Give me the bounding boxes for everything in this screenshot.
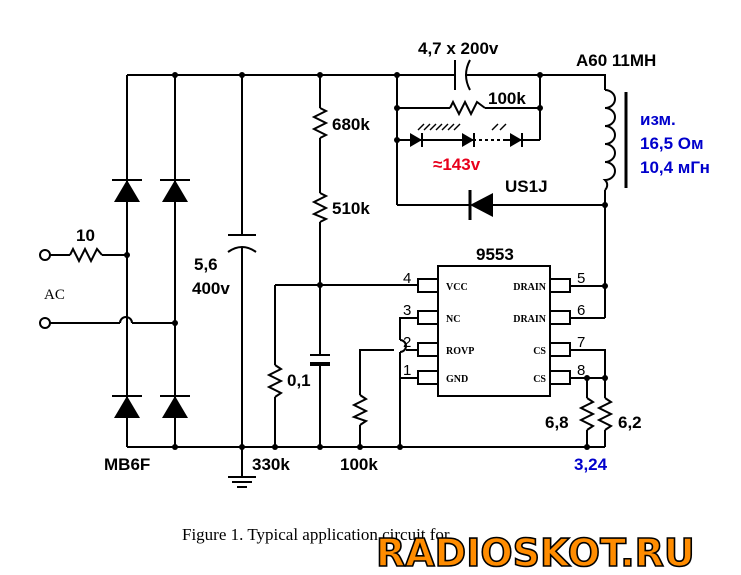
pin-number-4: 4 bbox=[403, 270, 411, 287]
pin-label-cs-7: CS bbox=[533, 346, 546, 357]
pin-label-cs-8: CS bbox=[533, 374, 546, 385]
label-r-input: 10 bbox=[76, 226, 95, 245]
pin-number-8: 8 bbox=[577, 362, 585, 379]
label-meas-resistance: 16,5 Ом bbox=[640, 134, 704, 153]
figure-caption: Figure 1. Typical application circuit fo… bbox=[182, 525, 450, 544]
label-r2: 510k bbox=[332, 199, 370, 218]
label-cap-bulk-voltage: 400v bbox=[192, 279, 230, 298]
label-r-parallel: 100k bbox=[488, 89, 526, 108]
pin-number-1: 1 bbox=[403, 362, 411, 379]
pin-label-rovp: ROVP bbox=[446, 346, 474, 357]
resistors bbox=[69, 99, 614, 431]
label-meas-title: изм. bbox=[640, 110, 676, 129]
label-bridge: MB6F bbox=[104, 455, 150, 474]
label-r1: 680k bbox=[332, 115, 370, 134]
pin-label-vcc: VCC bbox=[446, 282, 468, 293]
pin-number-6: 6 bbox=[577, 302, 585, 319]
pin-number-2: 2 bbox=[403, 334, 411, 351]
junctions bbox=[39, 72, 608, 450]
label-transformer: A60 11MH bbox=[576, 51, 656, 70]
led-string bbox=[410, 123, 523, 147]
label-r-6-8: 6,8 bbox=[545, 413, 569, 432]
pin-label-drain-5: DRAIN bbox=[513, 282, 547, 293]
label-r-6-2: 6,2 bbox=[618, 413, 642, 432]
label-cap-series: 4,7 x 200v bbox=[418, 39, 499, 58]
bridge-rectifier bbox=[112, 179, 190, 418]
label-led-voltage: ≈143v bbox=[433, 155, 481, 174]
label-cap-vcc: 0,1 bbox=[287, 371, 311, 390]
pin-number-3: 3 bbox=[403, 302, 411, 319]
label-r-sense-total: 3,24 bbox=[574, 455, 608, 474]
label-diode: US1J bbox=[505, 177, 548, 196]
label-cap-bulk-value: 5,6 bbox=[194, 255, 218, 274]
pin-label-gnd: GND bbox=[446, 374, 468, 385]
component-labels: 4,7 x 200v A60 11MH 100k изм. 16,5 Ом 10… bbox=[44, 39, 710, 474]
pin-label-drain-6: DRAIN bbox=[513, 314, 547, 325]
label-ac: AC bbox=[44, 287, 65, 303]
wiring bbox=[50, 74, 606, 488]
ic-9553: VCC NC ROVP GND DRAIN DRAIN CS CS 4 3 2 … bbox=[403, 265, 585, 397]
pin-number-7: 7 bbox=[577, 334, 585, 351]
capacitors bbox=[227, 59, 471, 366]
label-meas-inductance: 10,4 мГн bbox=[640, 158, 710, 177]
watermark-radioskot: RADIOSKOT.RU bbox=[376, 531, 695, 575]
label-ic-name: 9553 bbox=[476, 245, 514, 264]
label-r-100k-bottom: 100k bbox=[340, 455, 378, 474]
diode-us1j bbox=[468, 190, 493, 220]
pin-number-5: 5 bbox=[577, 270, 585, 287]
transformer-winding bbox=[602, 89, 628, 191]
label-r-330k: 330k bbox=[252, 455, 290, 474]
pin-label-nc: NC bbox=[446, 314, 460, 325]
